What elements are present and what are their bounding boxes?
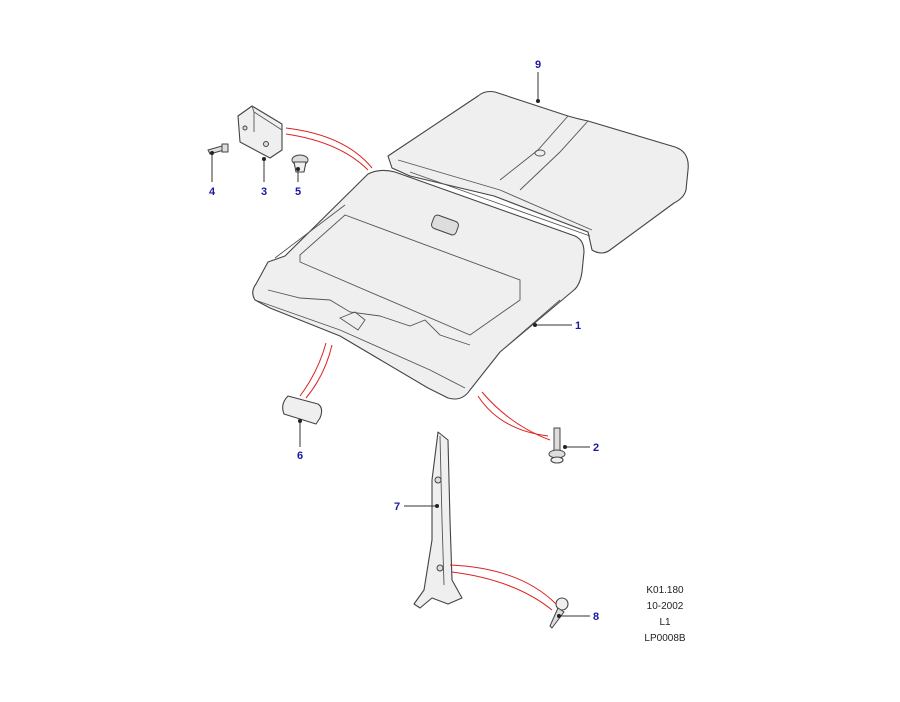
callout-2: 2	[593, 442, 599, 454]
callout-6: 6	[297, 450, 303, 462]
reference-code: K01.180	[646, 585, 684, 596]
connector-lines	[285, 127, 557, 611]
callout-1: 1	[575, 320, 581, 332]
part-8-fastener	[549, 597, 569, 629]
callout-4: 4	[209, 186, 216, 198]
callout-7: 7	[394, 501, 400, 513]
part-3-bracket	[237, 105, 283, 159]
callout-3: 3	[261, 186, 267, 198]
callout-8: 8	[593, 611, 599, 623]
leader-lines	[210, 72, 590, 618]
part-6-cover	[282, 395, 323, 425]
reference-level: L1	[659, 617, 671, 628]
reference-plate: LP0008B	[644, 633, 686, 644]
part-5-clip	[291, 154, 309, 173]
part-2-screw	[548, 427, 566, 464]
part-9-rear-roof-panel	[387, 90, 689, 254]
part-1-headlining	[252, 169, 585, 400]
callout-5: 5	[295, 186, 301, 198]
reference-date: 10-2002	[646, 601, 684, 612]
part-7-pillar-trim	[413, 431, 463, 609]
callout-9: 9	[535, 59, 541, 71]
